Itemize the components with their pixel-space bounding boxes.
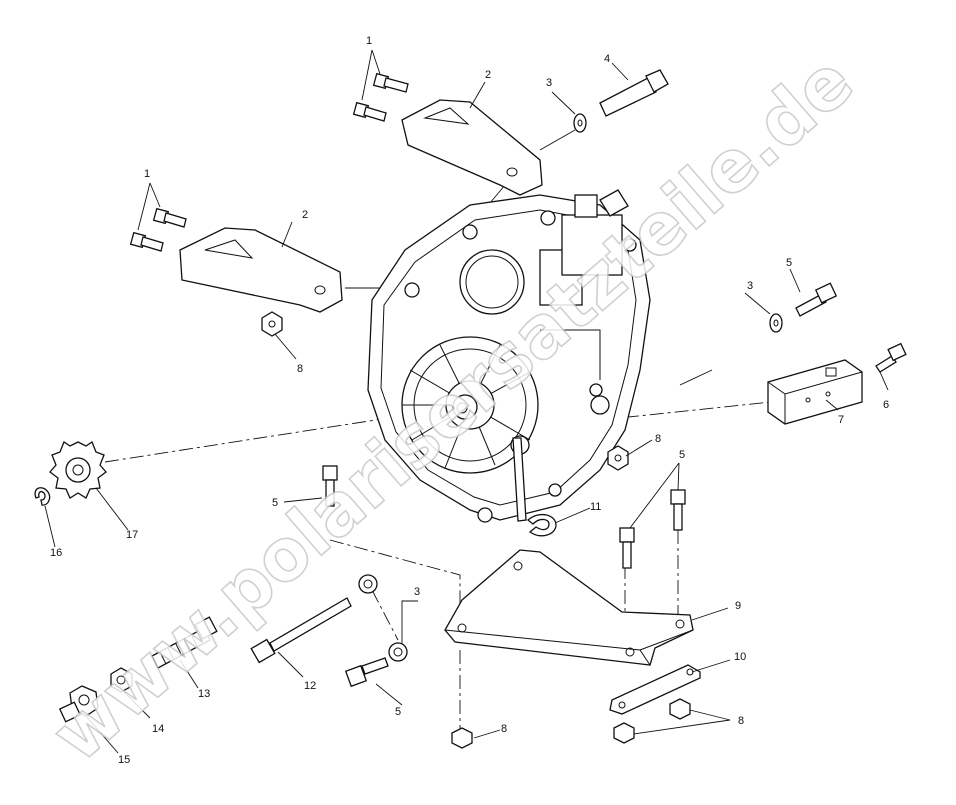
bolt-6	[875, 342, 907, 373]
callout-13: 13	[198, 688, 210, 700]
callout-9: 9	[735, 600, 741, 612]
engine-bracket-upper	[401, 99, 543, 196]
rod-and-clip-11	[512, 437, 557, 537]
callout-17: 17	[126, 529, 138, 541]
pin-4	[599, 69, 669, 117]
bolts-1	[129, 72, 409, 252]
callout-6: 6	[883, 399, 889, 411]
callout-5c: 5	[679, 449, 685, 461]
circlip-16	[34, 487, 51, 506]
callout-12: 12	[304, 680, 316, 692]
fitting-15	[58, 685, 99, 723]
callout-5b: 5	[272, 497, 278, 509]
callout-7: 7	[838, 414, 844, 426]
mount-block-7	[767, 359, 863, 425]
callout-2a: 2	[485, 69, 491, 81]
callout-14: 14	[152, 723, 164, 735]
callout-15: 15	[118, 754, 130, 766]
callout-16: 16	[50, 547, 62, 559]
nuts-8	[261, 311, 691, 749]
callout-4: 4	[604, 53, 610, 65]
callout-8d: 8	[738, 715, 744, 727]
callout-10: 10	[734, 651, 746, 663]
callout-8c: 8	[501, 723, 507, 735]
callout-5d: 5	[395, 706, 401, 718]
callout-3c: 3	[414, 586, 420, 598]
gearcase-housing	[367, 189, 651, 523]
callout-1a: 1	[366, 35, 372, 47]
callout-labels: 1 1 2 2 3 3 3 4 5 5 5 5 6 7 8 8 8 8 9 10…	[50, 35, 889, 766]
strap-10	[609, 664, 701, 715]
nut-14	[110, 667, 133, 693]
mounting-plate-9	[444, 549, 694, 666]
callout-2b: 2	[302, 209, 308, 221]
callout-1b: 1	[144, 168, 150, 180]
callout-8a: 8	[297, 363, 303, 375]
sprocket-17	[49, 441, 107, 499]
long-bolt-12	[250, 597, 352, 664]
bolts-5	[322, 282, 838, 688]
callout-8b: 8	[655, 433, 661, 445]
washers-3	[358, 113, 783, 662]
leader-lines	[44, 49, 889, 754]
callout-3a: 3	[546, 77, 552, 89]
callout-3b: 3	[747, 280, 753, 292]
stud-13	[151, 616, 218, 669]
engine-bracket-lower	[179, 227, 343, 313]
callout-5a: 5	[786, 257, 792, 269]
callout-11: 11	[590, 501, 601, 513]
